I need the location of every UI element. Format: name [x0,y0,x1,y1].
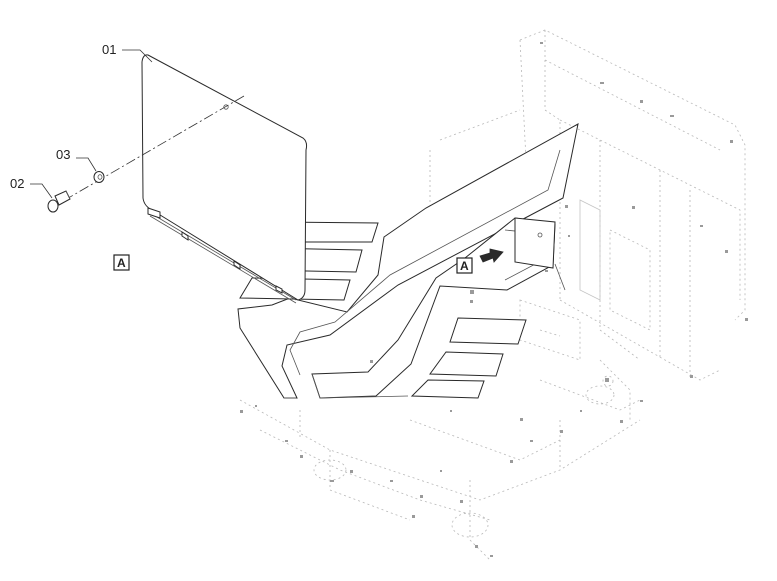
machine-frame-ghost [239,29,746,561]
mounting-hole [223,104,229,110]
detail-view-label: A [117,256,126,270]
frame-detail-specks [240,42,748,557]
locator-view-label: A [460,259,469,273]
callout-02: 02 [10,176,24,191]
leader-lines [30,49,153,199]
leader-02 [30,183,53,199]
callout-03: 03 [56,147,70,162]
leader-01 [122,49,153,63]
cover-panel-01 [141,54,308,304]
bolt-02 [47,190,71,213]
washer-03 [93,171,105,183]
callout-01: 01 [102,42,116,57]
detail-view-label-box: A [113,254,130,271]
leader-03 [76,157,97,172]
location-arrow-icon [479,248,504,263]
locator-view-label-box: A [456,257,473,274]
